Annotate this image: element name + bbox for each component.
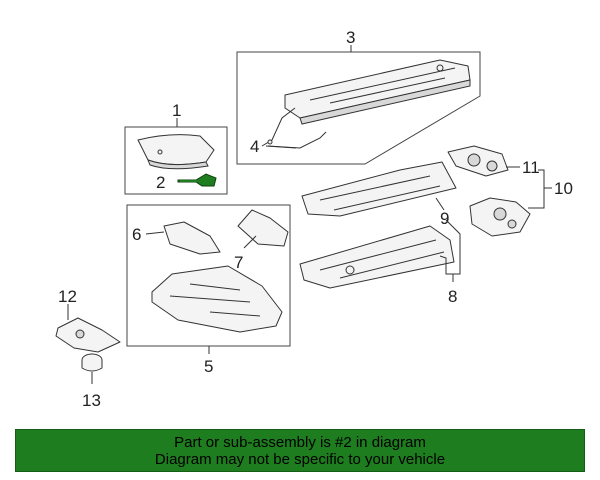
callout-13: 13 — [82, 391, 101, 410]
part-13-clip — [81, 353, 103, 372]
part-9-tray — [301, 161, 457, 217]
part-2-bracket — [177, 173, 217, 187]
callout-2: 2 — [156, 173, 165, 192]
part-5-underbody — [151, 265, 283, 333]
callout-6: 6 — [132, 225, 141, 244]
callout-4: 4 — [250, 137, 259, 156]
part-8-tray — [299, 225, 455, 289]
part-12-plate — [55, 317, 121, 353]
part-6-panel — [163, 221, 221, 255]
callout-3: 3 — [346, 28, 355, 47]
part-3-panel — [284, 59, 471, 125]
part-11-cover — [447, 145, 509, 177]
info-banner: Part or sub-assembly is #2 in diagram Di… — [15, 429, 585, 472]
banner-line-1: Part or sub-assembly is #2 in diagram — [174, 433, 426, 451]
callout-12: 12 — [58, 287, 77, 306]
callout-1: 1 — [172, 101, 181, 120]
callout-8: 8 — [448, 287, 457, 306]
part-7-panel — [237, 209, 289, 247]
callout-11: 11 — [522, 158, 540, 177]
callout-7: 7 — [234, 253, 243, 272]
part-10-cover — [469, 197, 531, 237]
callout-5: 5 — [204, 357, 213, 376]
parts-diagram: 3 4 1 2 5 6 7 — [55, 28, 573, 410]
banner-line-2: Diagram may not be specific to your vehi… — [154, 450, 446, 468]
callout-10: 10 — [554, 179, 573, 198]
part-1-cover — [137, 134, 215, 170]
callout-9: 9 — [440, 209, 449, 228]
